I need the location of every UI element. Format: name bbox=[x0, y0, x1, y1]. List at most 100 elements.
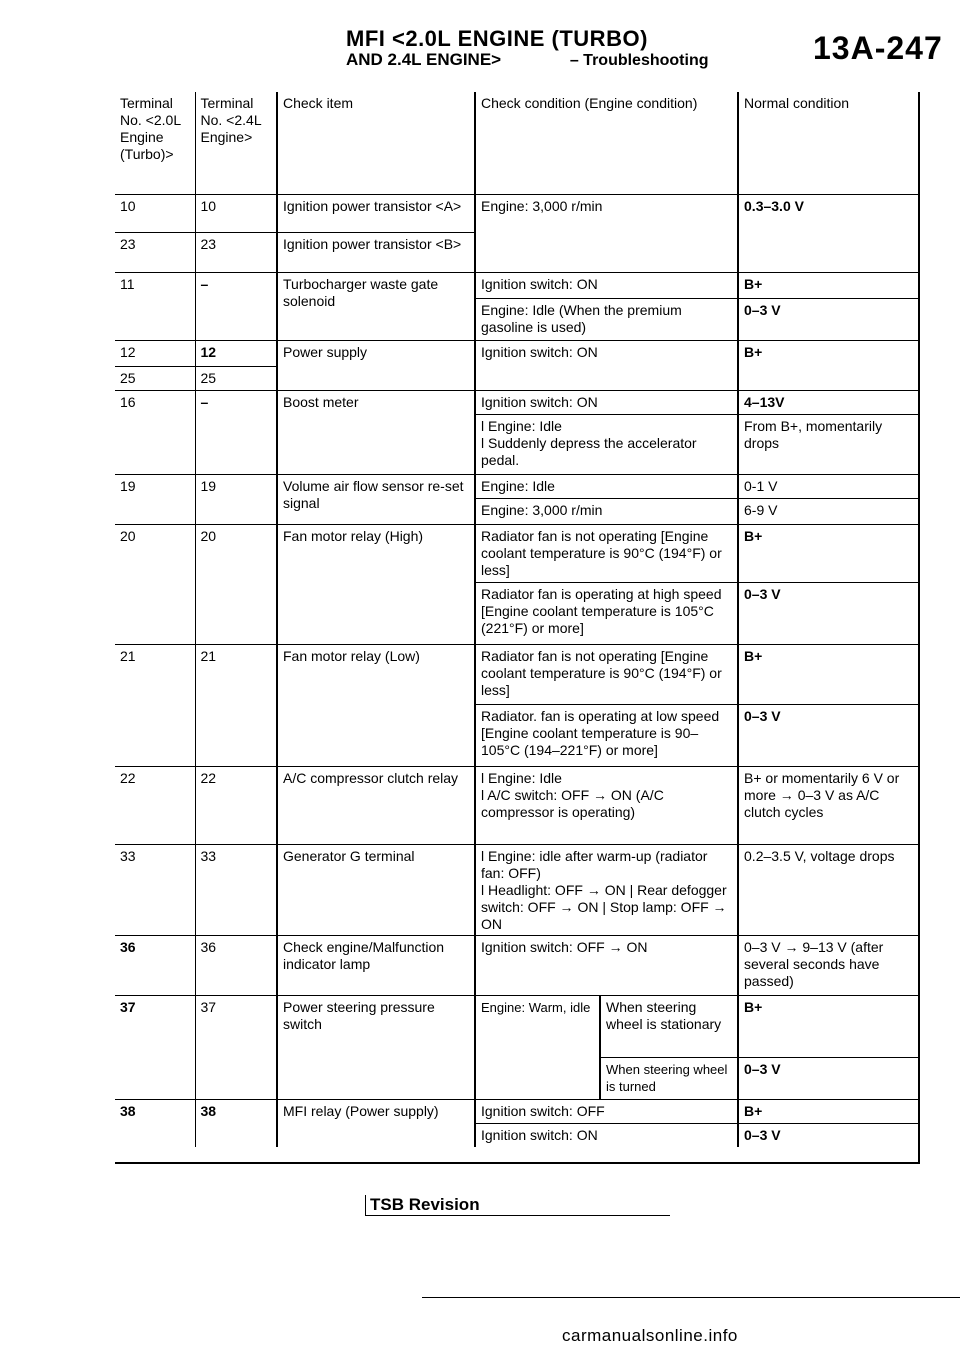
terminal-2-0l: 19 bbox=[115, 473, 195, 524]
terminal-2-4l: 37 bbox=[194, 994, 277, 1099]
col-header-terminal-2-0l: Terminal No. <2.0L Engine (Turbo)> bbox=[120, 95, 181, 162]
terminal-check-table: Terminal No. <2.0L Engine (Turbo)> Termi… bbox=[115, 92, 921, 1147]
check-condition: Ignition switch: ON bbox=[473, 339, 739, 390]
terminal-2-0l: 33 bbox=[115, 843, 195, 935]
check-condition: Ignition switch: ON bbox=[473, 389, 739, 414]
check-condition: Radiator fan is not operating [Engine co… bbox=[473, 643, 739, 704]
check-condition: Engine: Idle bbox=[473, 473, 739, 498]
terminal-2-4l: 33 bbox=[194, 843, 277, 935]
terminal-2-4l: 36 bbox=[194, 934, 277, 995]
normal-condition: From B+, momentarily drops bbox=[737, 413, 921, 474]
terminal-2-0l: 37 bbox=[115, 994, 195, 1099]
table-row: Engine: Idle (When the premium gasoline … bbox=[115, 297, 921, 340]
terminal-2-4l: 38 bbox=[194, 1098, 277, 1147]
table-row: 25 25 bbox=[115, 365, 920, 390]
check-condition: Engine: Idle A/C switch: OFF → ON (A/C c… bbox=[473, 765, 739, 844]
condition-line: Engine: Idle bbox=[481, 418, 733, 435]
table-row: Radiator fan is operating at high speed … bbox=[115, 581, 921, 644]
check-item: Volume air flow sensor re-set signal bbox=[276, 473, 475, 524]
condition-line: Headlight: OFF → ON | Rear defogger swit… bbox=[481, 882, 733, 933]
normal-condition: B+ or momentarily 6 V or more → 0–3 V as… bbox=[737, 765, 921, 844]
table-row: When steering wheel is turned 0–3 V bbox=[115, 1056, 921, 1099]
terminal-2-4l: – bbox=[194, 389, 277, 474]
terminal-2-0l: 25 bbox=[115, 365, 195, 390]
table-row: 38 38 MFI relay (Power supply) Ignition … bbox=[115, 1098, 921, 1147]
table-row: 33 33 Generator G terminal Engine: idle … bbox=[115, 843, 921, 935]
terminal-2-4l: 19 bbox=[194, 473, 277, 524]
terminal-2-4l: 21 bbox=[194, 643, 277, 766]
col-header-check-item: Check item bbox=[276, 92, 475, 194]
terminal-2-0l: 21 bbox=[115, 643, 195, 766]
check-condition: Radiator fan is not operating [Engine co… bbox=[473, 523, 739, 582]
table-row: 10 10 Ignition power transistor <A> Engi… bbox=[115, 193, 921, 272]
terminal-2-4l: 25 bbox=[194, 365, 277, 390]
normal-condition: 0.2–3.5 V, voltage drops bbox=[737, 843, 921, 935]
table-row: Engine: Idle Suddenly depress the accele… bbox=[115, 413, 921, 474]
footer-rule bbox=[422, 1297, 960, 1298]
terminal-2-0l: 16 bbox=[115, 389, 195, 474]
normal-condition: B+ bbox=[737, 523, 921, 582]
check-item: Boost meter bbox=[276, 389, 475, 474]
terminal-2-4l: – bbox=[194, 271, 277, 340]
check-condition: Engine: Warm, idle bbox=[474, 994, 600, 1099]
normal-condition: 0–3 V → 9–13 V (after several seconds ha… bbox=[737, 934, 921, 995]
table-row: 19 19 Volume air flow sensor re-set sign… bbox=[115, 473, 921, 524]
normal-condition: 0–3 V bbox=[737, 581, 921, 644]
check-item: Check engine/Malfunction indicator lamp bbox=[276, 934, 475, 995]
table-bottom-border bbox=[115, 1162, 920, 1164]
section-name: – Troubleshooting bbox=[569, 52, 709, 69]
check-condition: Engine: Idle Suddenly depress the accele… bbox=[473, 413, 739, 474]
normal-condition: 0.3–3.0 V bbox=[737, 193, 921, 272]
table-row: Ignition switch: ON 0–3 V bbox=[115, 1122, 921, 1147]
col-header-terminal-2-4l: Terminal No. <2.4L Engine> bbox=[194, 92, 277, 194]
table-row: 22 22 A/C compressor clutch relay Engine… bbox=[115, 765, 921, 844]
check-item: Ignition power transistor <A> bbox=[276, 193, 475, 232]
terminal-2-4l: 22 bbox=[194, 765, 277, 844]
table-row: 36 36 Check engine/Malfunction indicator… bbox=[115, 934, 921, 995]
normal-condition: 0–3 V bbox=[737, 1056, 921, 1099]
normal-condition: B+ bbox=[737, 339, 921, 390]
terminal-2-0l: 12 bbox=[115, 339, 195, 366]
terminal-2-0l: 22 bbox=[115, 765, 195, 844]
normal-condition: 4–13V bbox=[737, 389, 921, 414]
header-subtitle-line: AND 2.4L ENGINE> bbox=[346, 50, 502, 69]
check-item: Turbocharger waste gate solenoid bbox=[276, 271, 475, 340]
normal-condition: 0–3 V bbox=[737, 297, 921, 340]
terminal-2-4l: 12 bbox=[194, 339, 277, 366]
table-header-row: Terminal No. <2.0L Engine (Turbo)> Termi… bbox=[115, 92, 921, 194]
check-sub-condition: When steering wheel is turned bbox=[598, 1056, 739, 1099]
check-item: Fan motor relay (High) bbox=[276, 523, 475, 644]
check-condition: Engine: Idle (When the premium gasoline … bbox=[473, 297, 739, 340]
table-row: 11 – Turbocharger waste gate solenoid Ig… bbox=[115, 271, 921, 340]
terminal-2-0l: 36 bbox=[115, 934, 195, 995]
check-item: Power supply bbox=[276, 339, 475, 390]
normal-condition: 0-1 V bbox=[737, 473, 921, 498]
header-title: MFI <2.0L ENGINE (TURBO) bbox=[346, 26, 648, 51]
check-condition: Ignition switch: ON bbox=[473, 1122, 739, 1147]
page-number: 13A-247 bbox=[813, 30, 943, 66]
check-condition: Ignition switch: OFF bbox=[473, 1098, 739, 1123]
header-subtitle: AND 2.4L ENGINE> – Troubleshooting bbox=[346, 50, 709, 70]
table-row: Radiator. fan is operating at low speed … bbox=[115, 703, 921, 766]
normal-condition: 0–3 V bbox=[737, 703, 921, 766]
normal-condition: B+ bbox=[737, 1098, 921, 1123]
normal-condition: B+ bbox=[737, 271, 921, 298]
normal-condition: B+ bbox=[737, 643, 921, 704]
check-condition: Engine: 3,000 r/min bbox=[473, 193, 739, 272]
check-item: Generator G terminal bbox=[276, 843, 475, 935]
check-condition: Ignition switch: OFF → ON bbox=[473, 934, 739, 995]
terminal-2-0l: 10 bbox=[115, 193, 195, 232]
condition-line: Engine: Idle bbox=[481, 770, 733, 787]
condition-line: Suddenly depress the accelerator pedal. bbox=[481, 435, 733, 469]
table-right-border bbox=[918, 92, 920, 1162]
check-item: Fan motor relay (Low) bbox=[276, 643, 475, 766]
terminal-2-4l: 10 bbox=[194, 193, 277, 232]
terminal-2-0l: 38 bbox=[115, 1098, 195, 1147]
check-sub-condition: When steering wheel is stationary bbox=[598, 994, 739, 1057]
terminal-2-0l: 23 bbox=[115, 231, 195, 272]
check-condition: Radiator fan is operating at high speed … bbox=[473, 581, 739, 644]
table-row: 20 20 Fan motor relay (High) Radiator fa… bbox=[115, 523, 921, 644]
terminal-2-0l: 20 bbox=[115, 523, 195, 644]
terminal-2-4l: 23 bbox=[194, 231, 277, 272]
condition-line: A/C switch: OFF → ON (A/C compressor is … bbox=[481, 787, 733, 821]
